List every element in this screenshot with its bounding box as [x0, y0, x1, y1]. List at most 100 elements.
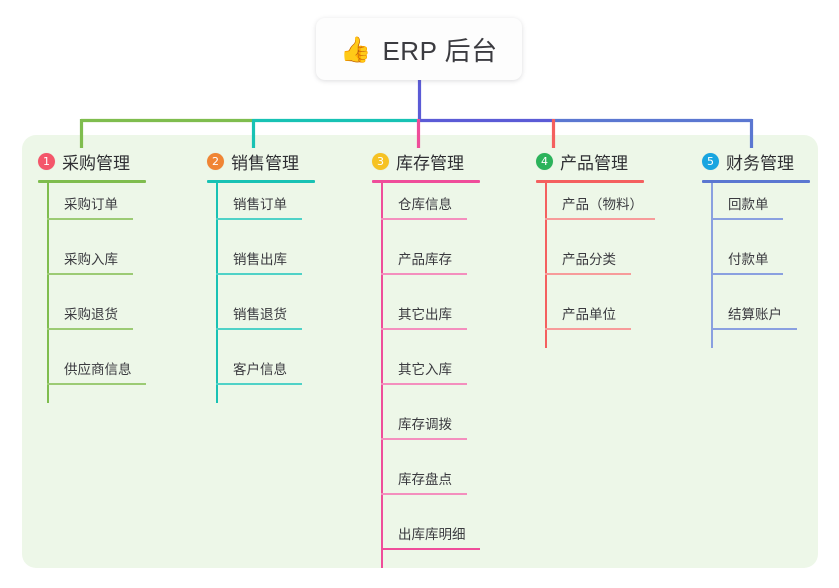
leaf-label: 销售退货 [233, 307, 287, 322]
branch-rule-3 [372, 180, 480, 183]
leaf-rule [381, 493, 467, 495]
branch-header-5[interactable]: 5 财务管理 [702, 148, 839, 174]
leaf-label: 仓库信息 [398, 197, 452, 212]
branch-badge-3: 3 [372, 152, 389, 170]
leaf-item[interactable]: 产品（物料） [536, 183, 706, 238]
leaf-label: 采购入库 [64, 252, 118, 267]
leaf-rule [545, 328, 631, 330]
leaf-label: 产品库存 [398, 252, 452, 267]
leaf-label: 采购退货 [64, 307, 118, 322]
leaf-label: 其它入库 [398, 362, 452, 377]
leaf-item[interactable]: 采购订单 [38, 183, 188, 238]
leaf-item[interactable]: 销售退货 [207, 293, 357, 348]
leaf-spine [711, 238, 713, 293]
branch-title-4: 产品管理 [560, 153, 628, 173]
branch-header-1[interactable]: 1 采购管理 [38, 148, 188, 174]
branch-items-4: 产品（物料） 产品分类 产品单位 [536, 183, 706, 348]
leaf-item[interactable]: 采购入库 [38, 238, 188, 293]
leaf-spine [47, 293, 49, 348]
leaf-spine [381, 458, 383, 513]
leaf-item[interactable]: 出库库明细 [372, 513, 532, 568]
leaf-spine [545, 238, 547, 293]
leaf-label: 回款单 [728, 197, 769, 212]
branch-title-3: 库存管理 [396, 153, 464, 173]
leaf-item[interactable]: 产品库存 [372, 238, 532, 293]
branch-rule-1 [38, 180, 146, 183]
leaf-item[interactable]: 仓库信息 [372, 183, 532, 238]
leaf-item[interactable]: 库存盘点 [372, 458, 532, 513]
branch-badge-1: 1 [38, 152, 55, 170]
leaf-rule [545, 273, 631, 275]
branch-column-1: 1 采购管理 采购订单 采购入库 采购退货 供应商信息 [38, 148, 188, 403]
leaf-spine [381, 293, 383, 348]
branch-header-2[interactable]: 2 销售管理 [207, 148, 357, 174]
leaf-rule [381, 328, 467, 330]
branch-badge-2: 2 [207, 152, 224, 170]
leaf-spine [47, 348, 49, 403]
leaf-item[interactable]: 销售订单 [207, 183, 357, 238]
root-node[interactable]: 👍 ERP 后台 [316, 18, 522, 80]
leaf-rule [381, 383, 467, 385]
leaf-item[interactable]: 产品分类 [536, 238, 706, 293]
leaf-spine [711, 293, 713, 348]
leaf-item[interactable]: 其它入库 [372, 348, 532, 403]
leaf-spine [711, 183, 713, 238]
leaf-item[interactable]: 库存调拨 [372, 403, 532, 458]
leaf-label: 产品单位 [562, 307, 616, 322]
branch-title-2: 销售管理 [231, 153, 299, 173]
leaf-rule [381, 273, 467, 275]
branch-rule-5 [702, 180, 810, 183]
leaf-label: 库存盘点 [398, 472, 452, 487]
root-title: ERP 后台 [382, 35, 498, 66]
leaf-rule [216, 383, 302, 385]
leaf-label: 产品（物料） [562, 197, 643, 212]
leaf-label: 付款单 [728, 252, 769, 267]
leaf-label: 客户信息 [233, 362, 287, 377]
branch-rule-2 [207, 180, 315, 183]
leaf-item[interactable]: 其它出库 [372, 293, 532, 348]
leaf-label: 出库库明细 [398, 527, 466, 542]
leaf-label: 库存调拨 [398, 417, 452, 432]
leaf-rule [47, 273, 133, 275]
branch-items-2: 销售订单 销售出库 销售退货 客户信息 [207, 183, 357, 403]
branch-header-3[interactable]: 3 库存管理 [372, 148, 532, 174]
branch-items-1: 采购订单 采购入库 采购退货 供应商信息 [38, 183, 188, 403]
branch-items-3: 仓库信息 产品库存 其它出库 其它入库 库存调拨 [372, 183, 532, 568]
leaf-rule [711, 218, 783, 220]
leaf-rule [381, 438, 467, 440]
leaf-rule [381, 548, 480, 550]
leaf-rule [216, 218, 302, 220]
leaf-spine [381, 403, 383, 458]
leaf-label: 供应商信息 [64, 362, 132, 377]
leaf-spine [381, 348, 383, 403]
leaf-rule [216, 328, 302, 330]
branch-badge-4: 4 [536, 152, 553, 170]
branch-column-3: 3 库存管理 仓库信息 产品库存 其它出库 其它入库 [372, 148, 532, 568]
branch-column-5: 5 财务管理 回款单 付款单 结算账户 [702, 148, 839, 348]
branch-header-4[interactable]: 4 产品管理 [536, 148, 706, 174]
leaf-spine [216, 348, 218, 403]
leaf-label: 其它出库 [398, 307, 452, 322]
leaf-rule [711, 328, 797, 330]
leaf-spine [545, 183, 547, 238]
leaf-item[interactable]: 回款单 [702, 183, 839, 238]
leaf-label: 采购订单 [64, 197, 118, 212]
branch-items-5: 回款单 付款单 结算账户 [702, 183, 839, 348]
leaf-spine [381, 183, 383, 238]
leaf-item[interactable]: 供应商信息 [38, 348, 188, 403]
leaf-item[interactable]: 销售出库 [207, 238, 357, 293]
leaf-spine [381, 238, 383, 293]
leaf-item[interactable]: 结算账户 [702, 293, 839, 348]
branch-badge-5: 5 [702, 152, 719, 170]
leaf-spine [47, 183, 49, 238]
leaf-item[interactable]: 付款单 [702, 238, 839, 293]
leaf-spine [216, 183, 218, 238]
leaf-label: 销售出库 [233, 252, 287, 267]
leaf-item[interactable]: 采购退货 [38, 293, 188, 348]
leaf-label: 产品分类 [562, 252, 616, 267]
branch-title-1: 采购管理 [62, 153, 130, 173]
branch-rule-4 [536, 180, 644, 183]
leaf-spine [216, 238, 218, 293]
leaf-item[interactable]: 客户信息 [207, 348, 357, 403]
leaf-item[interactable]: 产品单位 [536, 293, 706, 348]
